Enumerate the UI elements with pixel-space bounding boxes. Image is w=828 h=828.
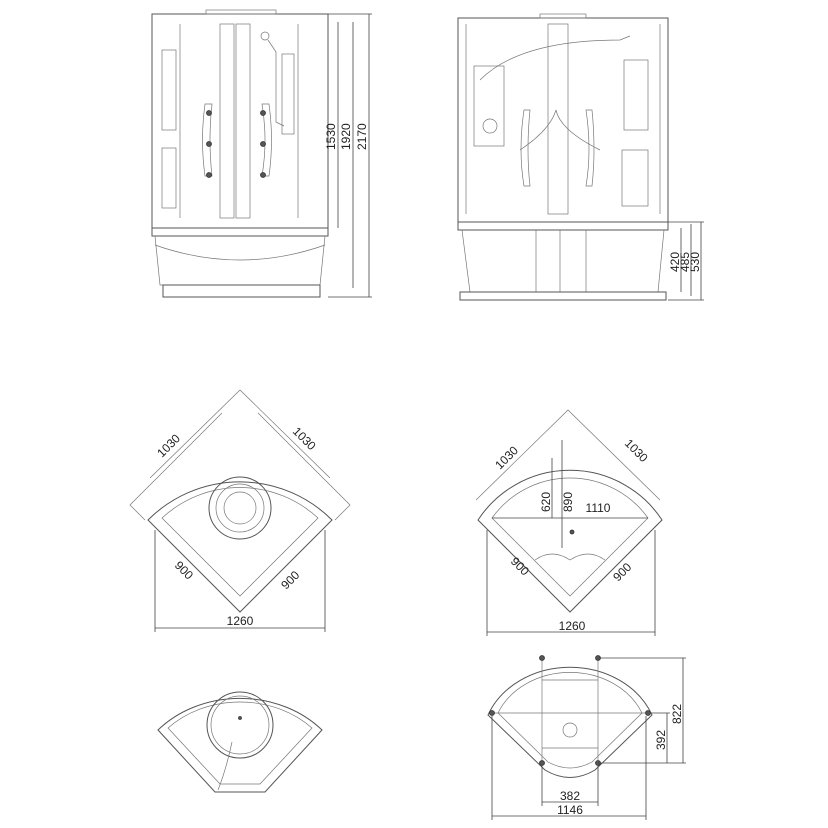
dim-underside-width: 1146: [557, 803, 583, 817]
dim-tub-base-left: 900: [508, 554, 532, 578]
plan-view-tub: 620 890 1110 1030 1030 900 900 1260: [475, 409, 663, 636]
plan-view-cabin: 1030 1030 900 900 1260: [129, 389, 351, 632]
dim-tub-width: 1260: [559, 619, 586, 633]
dim-420: 420: [668, 252, 682, 272]
dim-tub-side-right: 1030: [622, 436, 651, 465]
dim-tub-base-right: 900: [610, 560, 634, 584]
dim-1920: 1920: [339, 123, 353, 150]
tub-top-view: [157, 691, 323, 793]
dim-underside-depth: 822: [670, 704, 684, 724]
dim-485: 485: [678, 252, 692, 272]
dim-tub-inner-width: 1110: [586, 501, 611, 515]
dim-tub-side-left: 1030: [492, 443, 521, 472]
side-view: 420 485 530: [457, 13, 704, 301]
dim-underside-frame-width: 382: [560, 789, 580, 803]
tub-underside-view: 822 392 382 1146: [487, 655, 686, 820]
front-view: 1530 1920 2170: [151, 9, 372, 298]
dim-tub-depth-outer: 890: [561, 492, 575, 512]
dim-underside-offset: 392: [654, 730, 668, 750]
dim-tub-depth-inner: 620: [539, 492, 553, 512]
dim-cabin-base-right: 900: [278, 568, 302, 592]
dim-530: 530: [688, 252, 702, 272]
dim-cabin-base-left: 900: [172, 558, 196, 582]
dim-1530: 1530: [324, 123, 338, 150]
dim-cabin-width: 1260: [227, 614, 254, 628]
dim-2170: 2170: [355, 123, 369, 150]
